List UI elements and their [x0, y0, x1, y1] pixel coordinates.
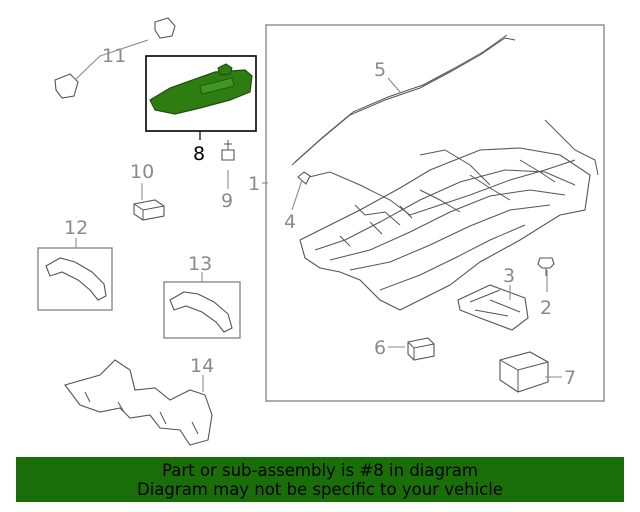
notice-line-part: Part or sub-assembly is #8 in diagram: [162, 461, 478, 480]
sun-visor-part: [149, 63, 253, 115]
callout-12: 12: [64, 217, 88, 239]
grab-handle-12: [45, 257, 107, 301]
switch-block: [407, 337, 435, 361]
callout-2: 2: [540, 297, 552, 319]
callout-13: 13: [188, 253, 212, 275]
callout-1: 1: [248, 173, 260, 195]
visor-clip-upper: [154, 17, 176, 39]
notice-line-disclaimer: Diagram may not be specific to your vehi…: [137, 480, 503, 499]
screw: [221, 140, 235, 161]
small-bracket: [133, 199, 165, 221]
headliner-assembly-frame: [265, 24, 605, 402]
callout-9: 9: [221, 190, 233, 212]
callout-5: 5: [374, 59, 386, 81]
callout-11: 11: [102, 45, 126, 67]
callout-6: 6: [374, 337, 386, 359]
sun-visor-highlight-box: [145, 55, 257, 132]
callout-7: 7: [564, 367, 576, 389]
push-pin-fastener: [537, 257, 555, 276]
harness-clip: [297, 171, 311, 185]
wire-harness: [291, 34, 599, 226]
overhead-console: [457, 284, 529, 331]
headliner-panel: [299, 147, 591, 311]
roof-bracket: [64, 359, 213, 446]
callout-3: 3: [503, 265, 515, 287]
visor-clip-lower: [54, 73, 79, 99]
exploded-parts-diagram: 1 2 3 4 5 6 7 8 9 10 11 12 13 14: [37, 17, 605, 446]
leader-lines: [74, 39, 562, 392]
callout-8: 8: [193, 143, 205, 165]
callout-14: 14: [190, 355, 214, 377]
grab-handle-frame-12: [37, 247, 113, 311]
callout-labels: 1 2 3 4 5 6 7 8 9 10 11 12 13 14: [64, 45, 576, 389]
notice-banner: Part or sub-assembly is #8 in diagram Di…: [16, 457, 624, 502]
grab-handle-13: [169, 291, 233, 333]
callout-10: 10: [130, 161, 154, 183]
callout-4: 4: [284, 211, 296, 233]
dome-lamp: [499, 351, 549, 393]
